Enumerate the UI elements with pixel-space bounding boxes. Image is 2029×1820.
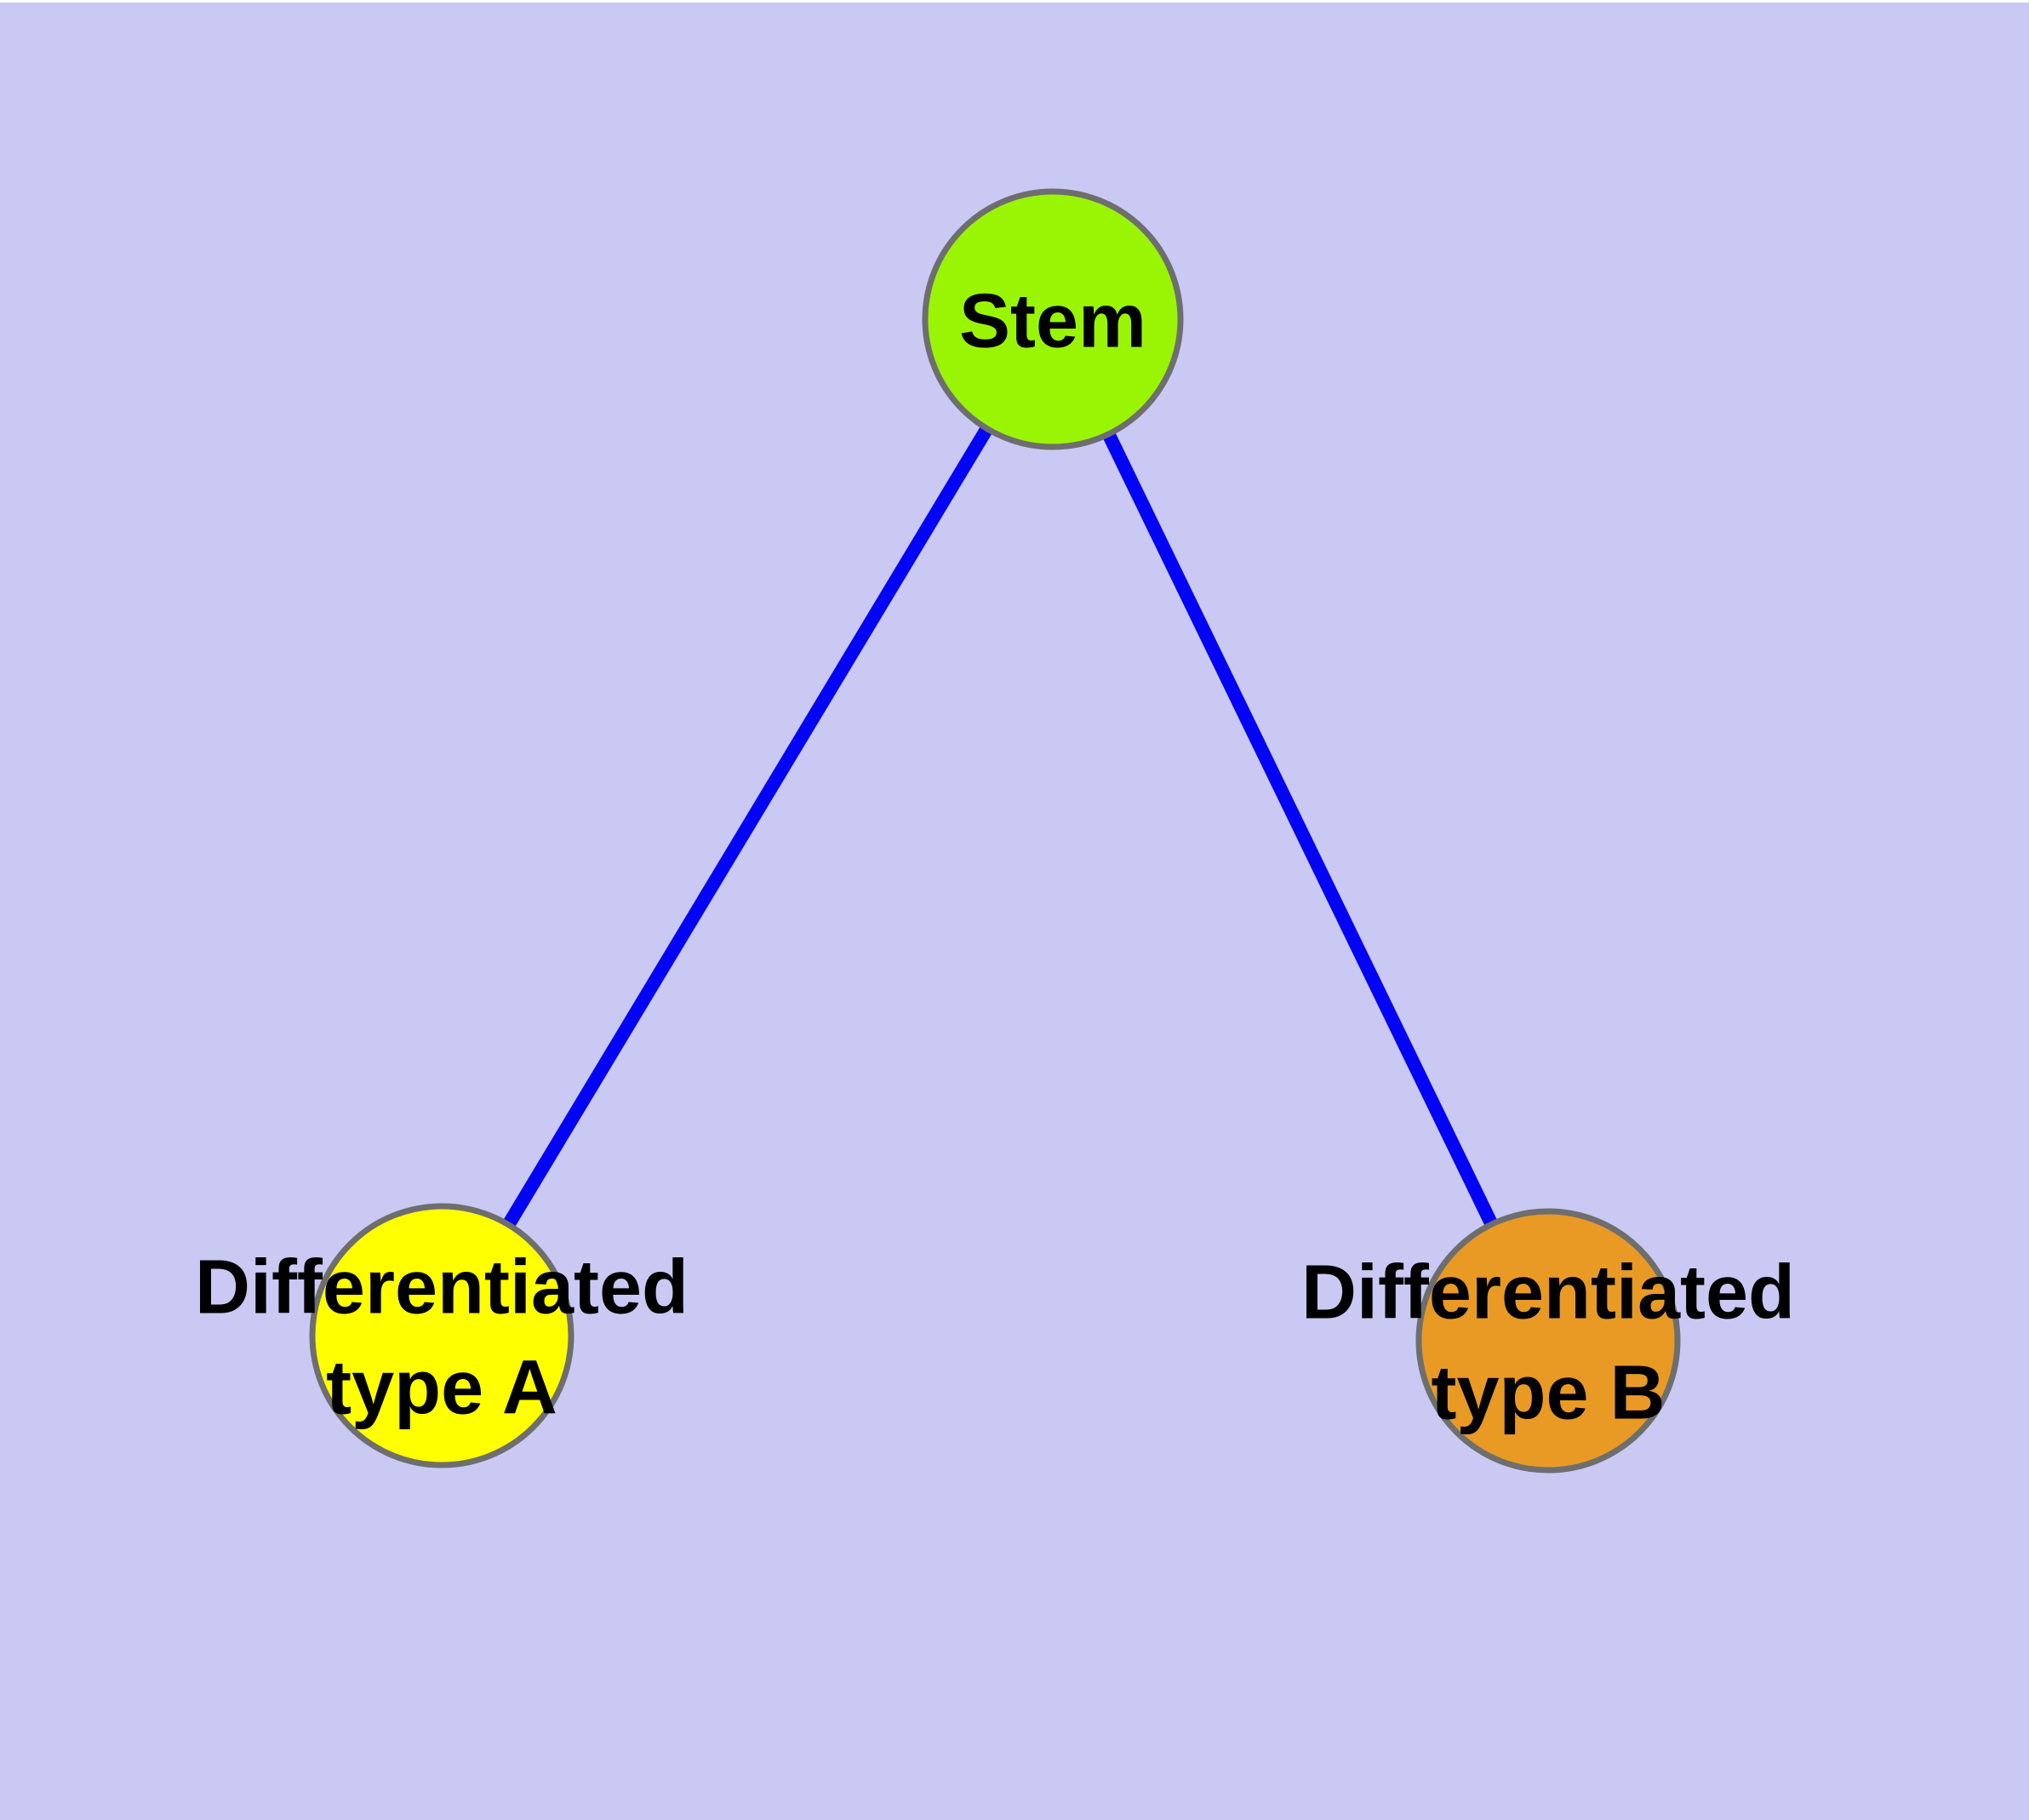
edges-layer xyxy=(436,315,1555,1344)
edge-stem-type-a xyxy=(436,315,1059,1340)
nodes-layer xyxy=(309,188,1681,1474)
node-circle-type-b xyxy=(1415,1208,1681,1474)
node-label-stem: Stem xyxy=(959,278,1146,363)
node-circle-stem xyxy=(922,188,1184,450)
node-circle-type-a xyxy=(309,1203,574,1468)
edge-stem-type-b xyxy=(1046,316,1555,1344)
